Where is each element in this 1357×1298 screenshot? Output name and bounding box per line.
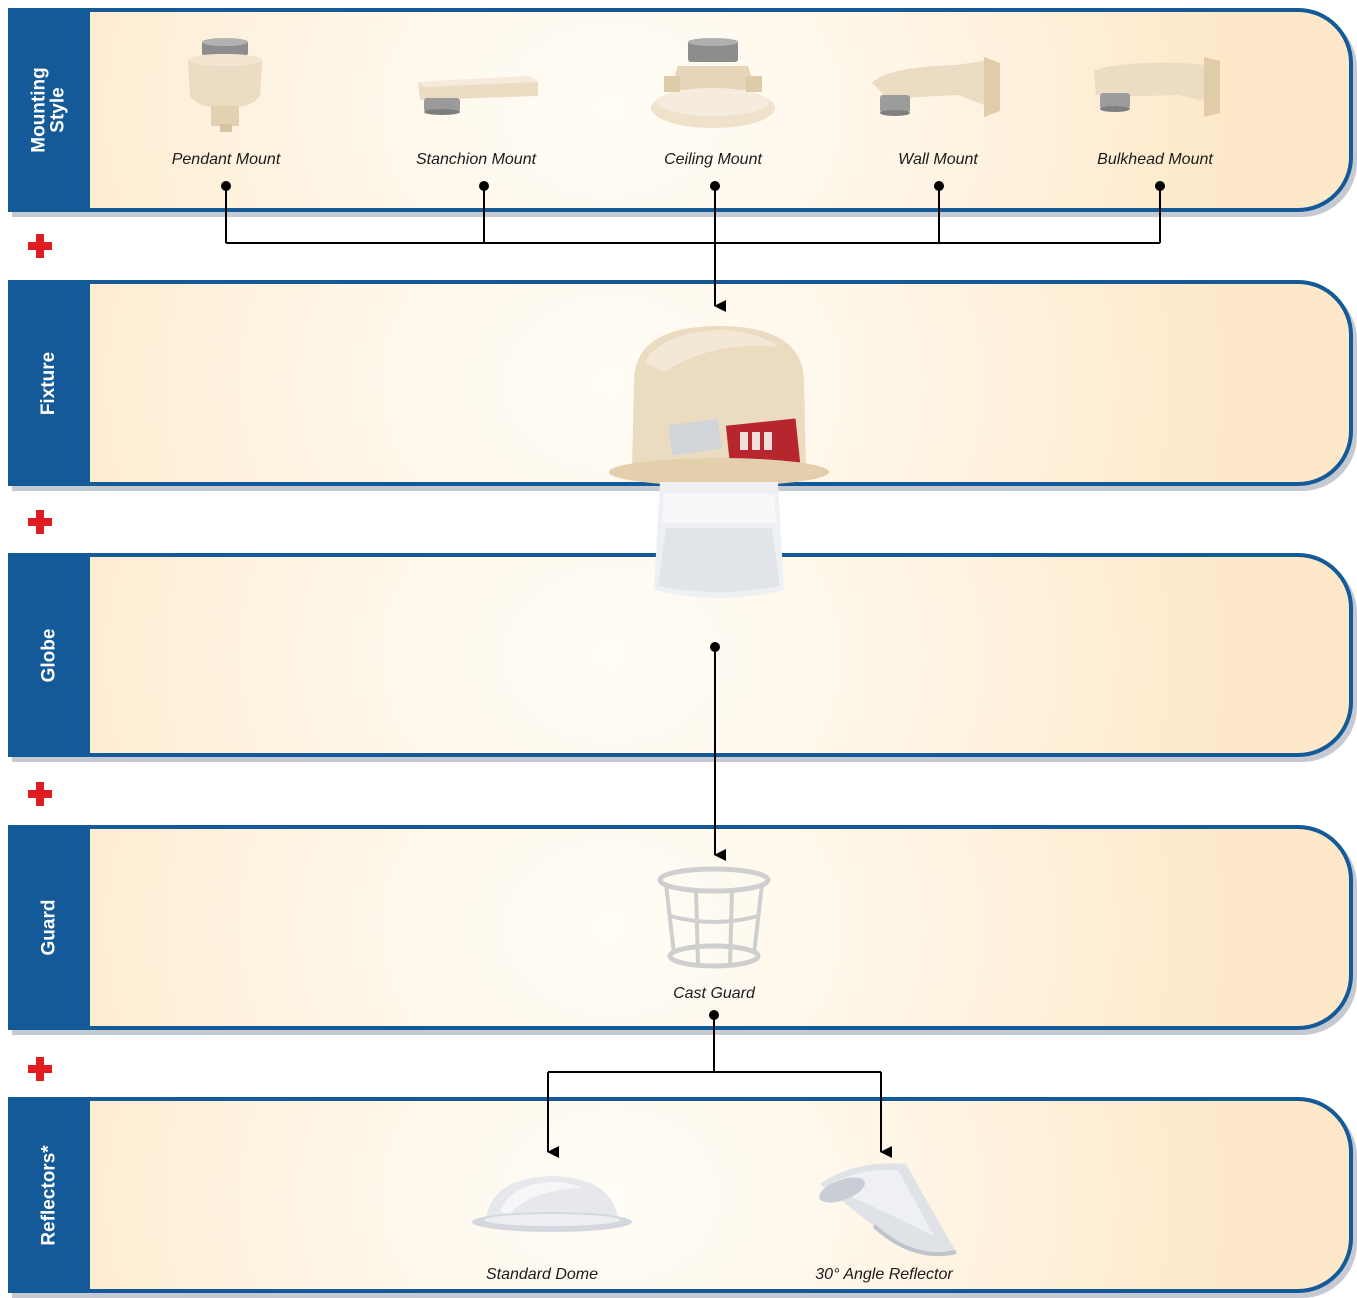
- section-label-bar: Globe: [8, 557, 90, 753]
- plus-icon: [28, 1057, 52, 1081]
- pendant-mount-label: Pendant Mount: [171, 151, 281, 168]
- reflectors-section: Reflectors*: [8, 1097, 1357, 1298]
- wall-mount-image: [872, 57, 1000, 117]
- angle-reflector-image: [819, 1163, 957, 1257]
- plus-icon: [28, 782, 52, 806]
- standard-dome-image: [472, 1176, 632, 1232]
- section-label: Fixture: [38, 351, 60, 415]
- pendant-mount-image: [188, 38, 262, 132]
- ceiling-mount-label: Ceiling Mount: [664, 151, 762, 168]
- guard-section: Guard: [8, 825, 1357, 1035]
- cast-guard-image: [657, 866, 771, 969]
- section-panel: Guard: [8, 825, 1353, 1030]
- section-label: Mounting Style: [29, 67, 69, 153]
- plus-icon: [28, 510, 52, 534]
- section-label: Guard: [38, 899, 60, 956]
- section-label: Reflectors*: [38, 1144, 60, 1246]
- stanchion-mount-image: [418, 76, 538, 115]
- section-label-bar: Mounting Style: [8, 12, 90, 208]
- plus-icon: [28, 234, 52, 258]
- standard-dome-label: Standard Dome: [485, 1266, 599, 1283]
- section-label-bar: Fixture: [8, 284, 90, 482]
- section-label-bar: Guard: [8, 829, 90, 1026]
- section-label: Globe: [38, 628, 60, 682]
- section-label-bar: Reflectors*: [8, 1101, 90, 1289]
- wall-mount-label: Wall Mount: [898, 151, 978, 168]
- cast-guard-label: Cast Guard: [673, 985, 755, 1002]
- section-panel: Reflectors*: [8, 1097, 1353, 1293]
- ceiling-mount-image: [651, 38, 775, 128]
- bulkhead-mount-label: Bulkhead Mount: [1097, 151, 1213, 168]
- angle-reflector-label: 30° Angle Reflector: [815, 1266, 953, 1283]
- stanchion-mount-label: Stanchion Mount: [415, 151, 537, 168]
- fixture-globe-image: [609, 326, 829, 598]
- bulkhead-mount-image: [1094, 57, 1220, 117]
